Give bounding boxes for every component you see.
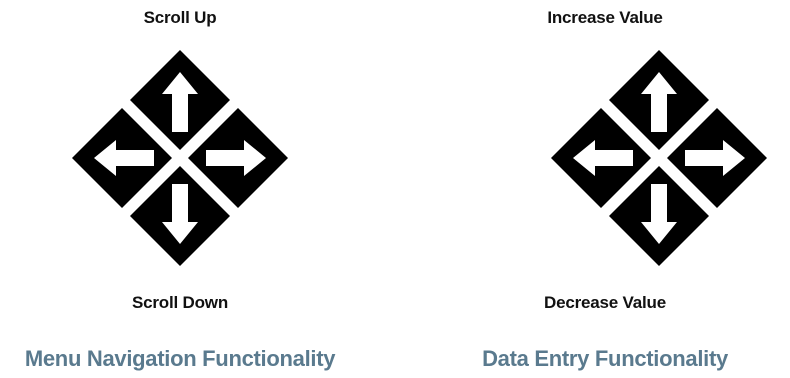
arrow-left-icon — [94, 140, 154, 176]
direction-keypad-graphic — [72, 50, 288, 266]
data-entry-keypad — [549, 48, 769, 268]
arrow-up-key[interactable] — [130, 50, 230, 150]
arrow-left-key[interactable] — [551, 108, 651, 208]
arrow-right-icon — [685, 140, 745, 176]
menu-navigation-panel: Scroll Up Scroll Down — [0, 0, 360, 378]
arrow-down-icon — [641, 184, 677, 244]
arrow-down-key[interactable] — [130, 166, 230, 266]
data-entry-panel: Increase Value Decrease Value Data Entry… — [420, 0, 790, 378]
arrow-right-key[interactable] — [667, 108, 767, 208]
decrease-value-label: Decrease Value — [544, 293, 666, 312]
menu-navigation-keypad — [70, 48, 290, 268]
arrow-right-key[interactable] — [188, 108, 288, 208]
increase-value-label: Increase Value — [547, 8, 663, 27]
scroll-down-label: Scroll Down — [131, 293, 229, 312]
arrow-right-icon — [206, 140, 266, 176]
arrow-up-icon — [641, 72, 677, 132]
arrow-down-icon — [162, 184, 198, 244]
arrow-up-key[interactable] — [609, 50, 709, 150]
arrow-down-key[interactable] — [609, 166, 709, 266]
arrow-left-icon — [573, 140, 633, 176]
data-entry-title: Data Entry Functionality — [482, 346, 728, 371]
direction-keypad-graphic — [551, 50, 767, 266]
arrow-up-icon — [162, 72, 198, 132]
arrow-left-key[interactable] — [72, 108, 172, 208]
scroll-up-label: Scroll Up — [143, 8, 217, 27]
menu-navigation-title: Menu Navigation Functionality — [24, 346, 336, 371]
